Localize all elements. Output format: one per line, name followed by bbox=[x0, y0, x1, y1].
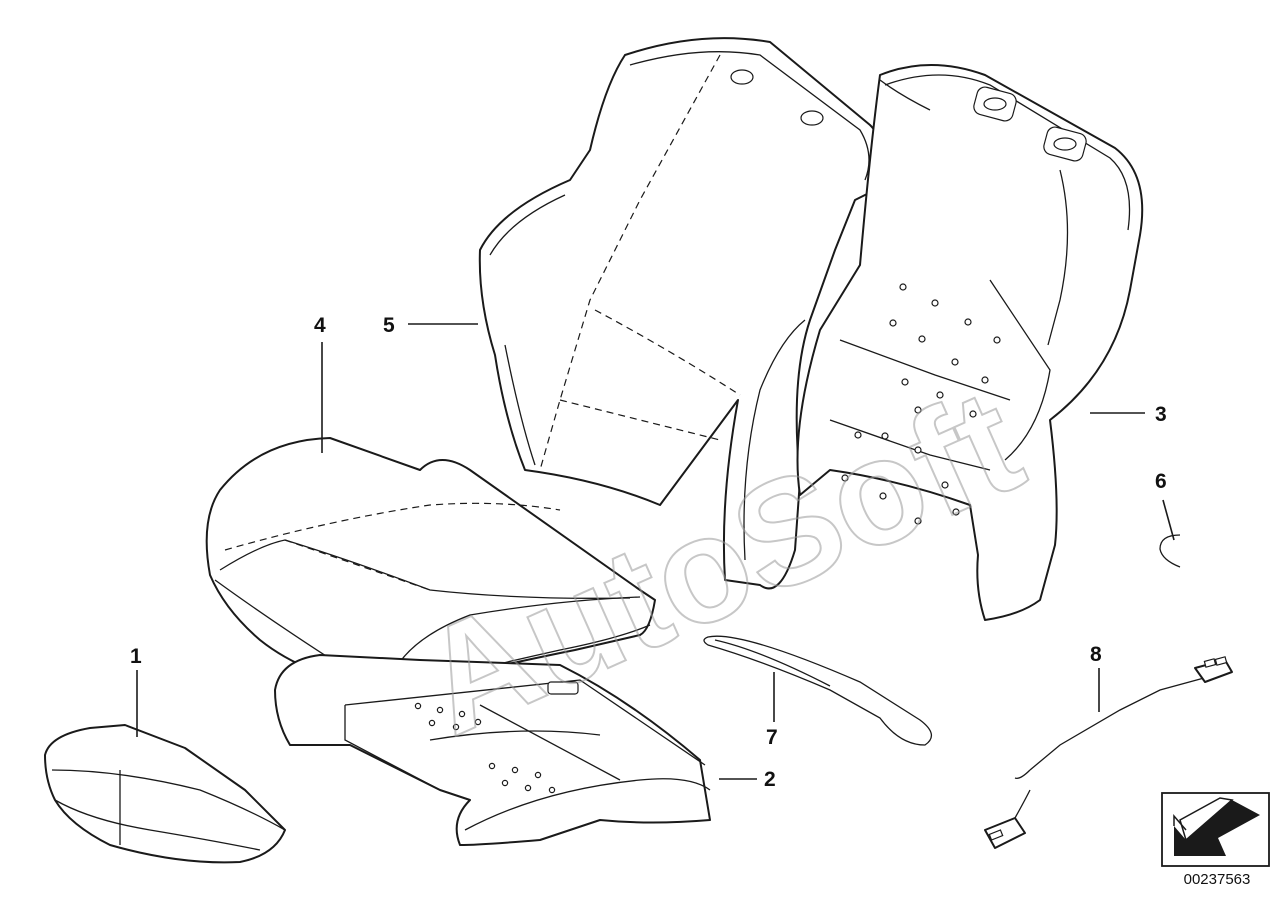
callout-6: 6 bbox=[1155, 470, 1167, 493]
callout-labels: 1 2 3 4 5 6 7 8 bbox=[130, 314, 1167, 791]
callout-3: 3 bbox=[1155, 403, 1167, 426]
callout-4: 4 bbox=[314, 314, 326, 337]
leader-lines bbox=[136, 323, 1175, 780]
callout-2: 2 bbox=[764, 768, 776, 791]
perforation-holes bbox=[841, 283, 1001, 525]
callout-7: 7 bbox=[766, 726, 778, 749]
part-7-wire[interactable] bbox=[703, 635, 932, 746]
part-8-wiring-harness[interactable] bbox=[984, 656, 1233, 849]
callout-5: 5 bbox=[383, 314, 395, 337]
callout-8: 8 bbox=[1090, 643, 1102, 666]
perforation-holes bbox=[414, 702, 556, 794]
connector-top bbox=[1194, 656, 1233, 683]
document-number: 00237563 bbox=[1183, 871, 1251, 888]
part-5-backrest-foam[interactable] bbox=[478, 37, 889, 590]
part-1-thigh-support[interactable] bbox=[44, 724, 286, 864]
part-3-backrest-cover[interactable] bbox=[796, 64, 1144, 621]
callout-1: 1 bbox=[130, 645, 142, 668]
part-2-seat-cover[interactable] bbox=[274, 654, 711, 846]
connector-bottom bbox=[984, 817, 1026, 849]
arrow-lower-left-icon bbox=[1161, 792, 1270, 867]
part-6-clip[interactable] bbox=[1159, 534, 1181, 568]
